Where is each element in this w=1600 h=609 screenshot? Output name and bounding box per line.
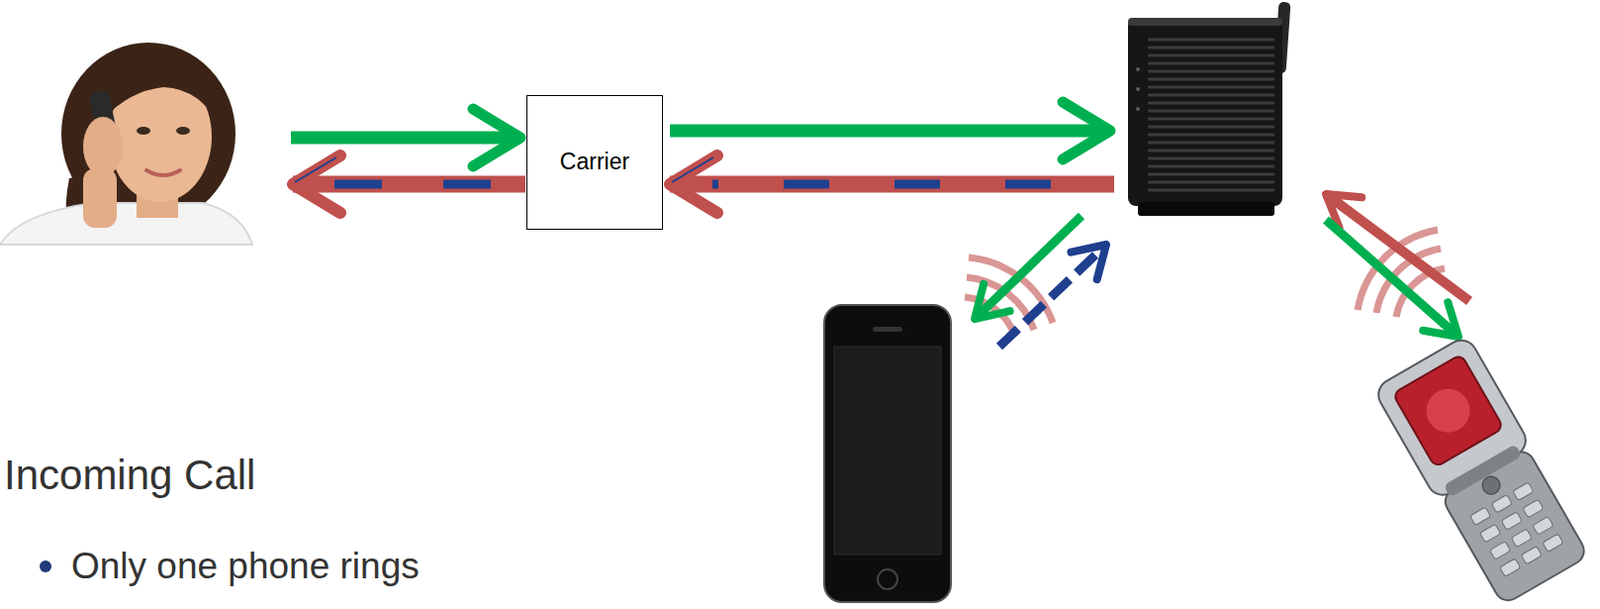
voice-out-dashes (712, 180, 1051, 189)
voice-in-arrow (290, 131, 521, 145)
radio-down-arrow (1325, 219, 1459, 337)
bullet-text: Only one phone rings (71, 544, 420, 588)
carrier-box: Carrier (526, 94, 663, 230)
voice-in-arrow (669, 124, 1111, 138)
radio-down-arrow (974, 215, 1082, 319)
femtocell (1128, 1, 1291, 216)
radio-waves (964, 229, 1445, 337)
radio-up-arrow (999, 244, 1107, 347)
flip-phone (1372, 334, 1594, 608)
smartphone (824, 304, 951, 602)
caller-photo (0, 42, 253, 245)
node-label: Carrier (560, 148, 630, 177)
voice-out-arrow (292, 176, 526, 193)
voice-out-arrow (669, 176, 1115, 193)
voice-out-dashes (326, 180, 491, 189)
bullet-dot (39, 560, 52, 572)
slide-heading: Incoming Call (3, 450, 256, 500)
